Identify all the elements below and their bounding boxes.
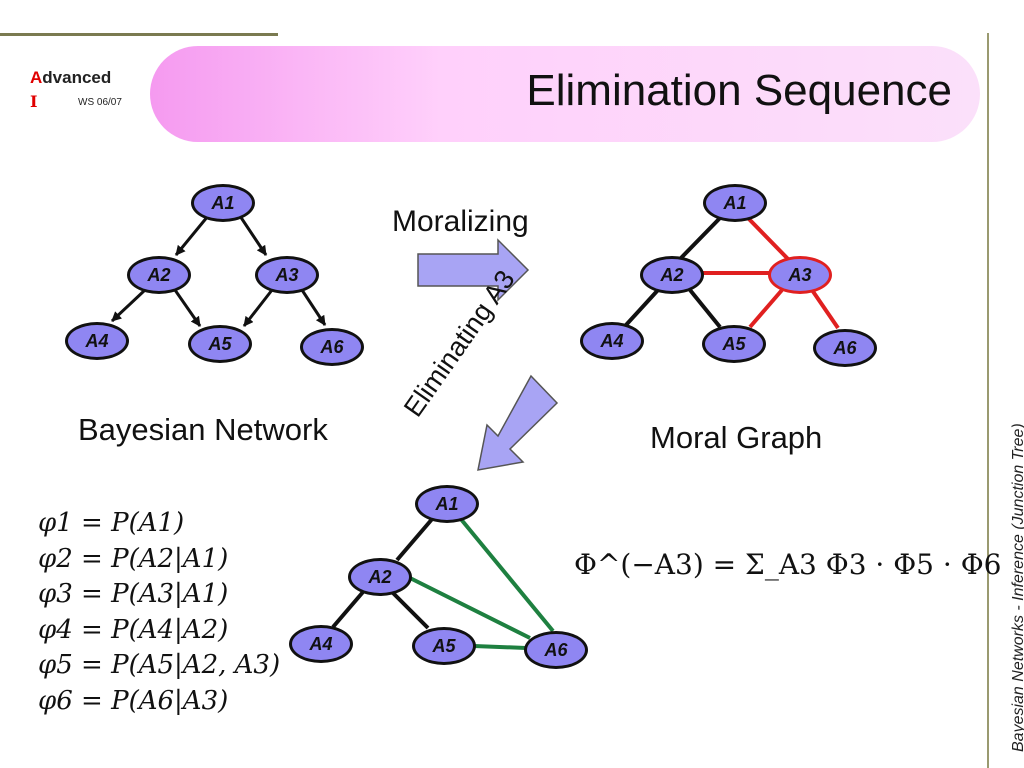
el-node-a6: A6 bbox=[524, 631, 588, 669]
mg-edge-a1-a2 bbox=[678, 215, 723, 261]
el-node-a2: A2 bbox=[348, 558, 412, 596]
moralizing-arrow bbox=[417, 238, 530, 302]
mg-node-a6: A6 bbox=[813, 329, 877, 367]
el-edge-a2-a4 bbox=[331, 590, 365, 629]
mg-node-a1: A1 bbox=[703, 184, 767, 222]
term-label: WS 06/07 bbox=[78, 97, 122, 108]
eliminating-arrow bbox=[477, 374, 559, 471]
bn-edge-a2-a4 bbox=[110, 288, 147, 323]
el-node-a1: A1 bbox=[415, 485, 479, 523]
bn-node-a5: A5 bbox=[188, 325, 252, 363]
title-banner: Elimination Sequence bbox=[150, 46, 980, 142]
el-node-a5: A5 bbox=[412, 627, 476, 665]
mg-node-a4: A4 bbox=[580, 322, 644, 360]
bn-edge-a2-a5 bbox=[173, 289, 202, 327]
bn-edge-a3-a5 bbox=[242, 289, 274, 327]
el-edge-a1-a2 bbox=[395, 516, 435, 562]
bn-node-a3: A3 bbox=[255, 256, 319, 294]
bn-edge-a1-a2 bbox=[174, 215, 210, 256]
mg-node-a5: A5 bbox=[702, 325, 766, 363]
bn-node-a1: A1 bbox=[191, 184, 255, 222]
logo: Advanced bbox=[30, 68, 112, 87]
el-edge-a2-a6 bbox=[407, 575, 531, 640]
formula-row: φ1 = P(A1) bbox=[38, 508, 185, 538]
mg-edge-a1-a3 bbox=[745, 215, 790, 261]
mg-edge-a3-a6 bbox=[810, 288, 840, 330]
factor-formulas: φ1 = P(A1) φ2 = P(A2|A1) φ3 = P(A3|A1) φ… bbox=[38, 506, 280, 719]
bn-edge-a1-a3 bbox=[238, 215, 268, 256]
mg-edge-a2-a4 bbox=[624, 288, 660, 327]
mg-caption: Moral Graph bbox=[650, 420, 823, 455]
mg-node-a3: A3 bbox=[768, 256, 832, 294]
bn-caption: Bayesian Network bbox=[78, 412, 328, 447]
el-edge-a1-a6 bbox=[458, 516, 555, 633]
formula-row: φ5 = P(A5|A2, A3) bbox=[38, 650, 281, 680]
slide-title: Elimination Sequence bbox=[526, 66, 952, 115]
right-rule bbox=[987, 33, 989, 768]
logo-i: I bbox=[30, 92, 38, 111]
moralizing-label: Moralizing bbox=[392, 205, 529, 238]
formula-row: φ2 = P(A2|A1) bbox=[38, 543, 229, 574]
el-edge-a5-a6 bbox=[473, 644, 527, 650]
bn-edge-a3-a6 bbox=[300, 289, 327, 326]
formula-row: φ4 = P(A4|A2) bbox=[38, 614, 229, 645]
top-rule bbox=[0, 33, 278, 36]
formula-row: φ6 = P(A6|A3) bbox=[38, 685, 229, 716]
bn-node-a4: A4 bbox=[65, 322, 129, 360]
mg-edge-a2-a5 bbox=[688, 288, 722, 329]
el-node-a4: A4 bbox=[289, 625, 353, 663]
bn-node-a2: A2 bbox=[127, 256, 191, 294]
bn-node-a6: A6 bbox=[300, 328, 364, 366]
mg-node-a2: A2 bbox=[640, 256, 704, 294]
el-edge-a2-a5 bbox=[390, 590, 430, 630]
formula-row: φ3 = P(A3|A1) bbox=[38, 579, 229, 609]
mg-edge-a3-a5 bbox=[748, 288, 784, 329]
elimination-formula: Φ^(−A3) = Σ_A3 Φ3 · Φ5 · Φ6 bbox=[574, 548, 1002, 581]
